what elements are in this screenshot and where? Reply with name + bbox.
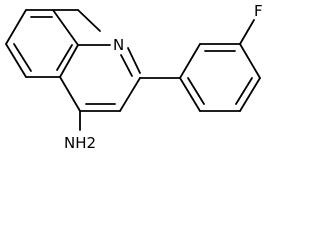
bond-inner-7 (235, 77, 253, 105)
bond-ph6 (179, 77, 201, 112)
bond-c4a-c8a (59, 44, 79, 78)
bond-inner-2 (13, 43, 32, 72)
bond-ph4 (239, 77, 261, 112)
amine-label-text: NH2 (64, 134, 96, 152)
bond-n-c2 (127, 47, 141, 74)
bond-ph1 (179, 43, 201, 79)
nitrogen-label: N (113, 36, 124, 54)
bond-inner-3 (56, 44, 73, 71)
bond-inner-8 (187, 77, 205, 105)
bond-c-f (239, 19, 255, 45)
bond-inner-4 (120, 54, 133, 77)
fluorine-label: F (254, 2, 263, 20)
amine-label: NH2 (64, 134, 96, 152)
bond-c2-c3 (119, 77, 141, 112)
molecule-diagram: N F NH2 (5, 2, 263, 152)
bond-c6-c5 (5, 43, 27, 78)
bond-c8a-c8 (52, 9, 79, 46)
structure-drawing: N F NH2 (5, 2, 263, 152)
bond-ph3 (239, 43, 261, 79)
bond-c4-c4a (59, 76, 81, 112)
bond-c8a-n1 (77, 9, 101, 32)
bond-c7-c6 (5, 9, 27, 45)
